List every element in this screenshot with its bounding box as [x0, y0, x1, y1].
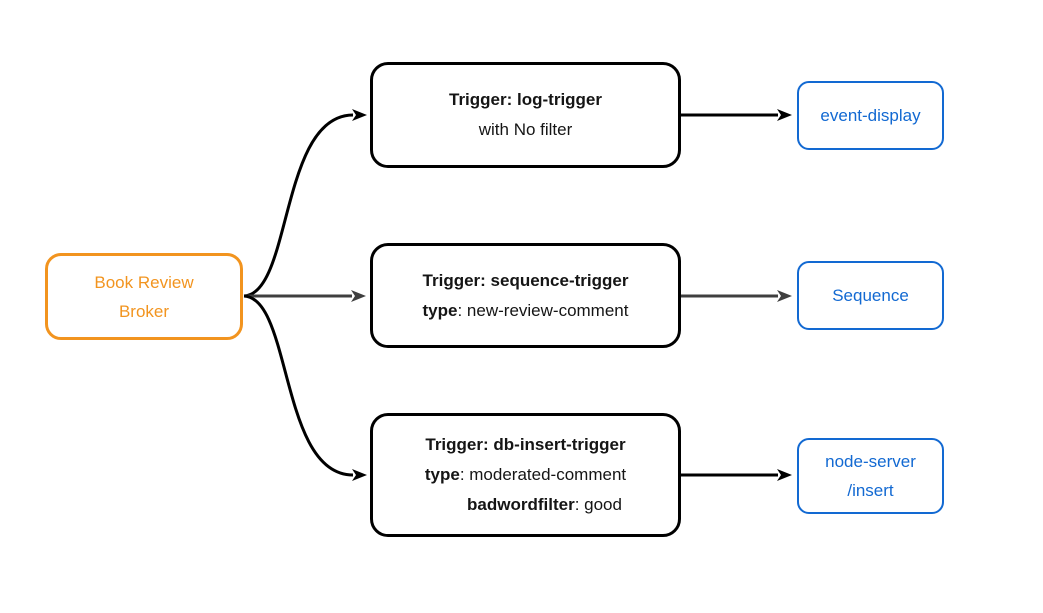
edge-broker-to-db-insert-trigger	[243, 294, 367, 481]
trigger-db-title: Trigger: db-insert-trigger	[425, 430, 625, 460]
trigger-log-filter: with No filter	[479, 115, 573, 145]
trigger-sequence-filter: type: new-review-comment	[423, 296, 629, 326]
node-sink-node-server-insert: node-server /insert	[797, 438, 944, 514]
sink-node-server-label-line1: node-server	[825, 452, 916, 471]
broker-label-line2: Broker	[118, 301, 170, 321]
trigger-sequence-filter-bold: type	[422, 300, 458, 320]
trigger-log-title-bold: Trigger: log-trigger	[449, 90, 602, 109]
node-sink-sequence: Sequence	[797, 261, 944, 330]
trigger-sequence-filter-rest: : new-review-comment	[457, 300, 629, 320]
node-broker: Book Review Broker	[45, 253, 243, 340]
trigger-db-type-bold: type	[424, 465, 460, 484]
sink-event-display-label: event-display	[820, 106, 921, 125]
trigger-sequence-title-bold: Trigger: sequence-trigger	[422, 270, 629, 290]
sink-node-server-label-line2: /insert	[847, 481, 894, 500]
node-trigger-log: Trigger: log-trigger with No filter	[370, 62, 681, 168]
trigger-log-title: Trigger: log-trigger	[449, 85, 602, 115]
node-trigger-sequence: Trigger: sequence-trigger type: new-revi…	[370, 243, 681, 348]
node-sink-event-display: event-display	[797, 81, 944, 150]
edge-broker-to-log-trigger	[243, 109, 367, 298]
trigger-sequence-title: Trigger: sequence-trigger	[423, 266, 629, 296]
trigger-db-badword-filter: badwordfilter: good	[467, 490, 622, 520]
broker-label-line1: Book Review	[94, 272, 194, 292]
trigger-db-badword-rest: : good	[574, 495, 622, 514]
sink-sequence-label: Sequence	[832, 286, 909, 305]
trigger-db-badword-bold: badwordfilter	[467, 495, 575, 514]
trigger-db-type-rest: : moderated-comment	[459, 465, 627, 484]
trigger-db-type-filter: type: moderated-comment	[425, 460, 626, 490]
trigger-log-filter-rest: with No filter	[478, 120, 573, 139]
trigger-db-title-bold: Trigger: db-insert-trigger	[425, 435, 626, 454]
node-trigger-db-insert: Trigger: db-insert-trigger type: moderat…	[370, 413, 681, 537]
